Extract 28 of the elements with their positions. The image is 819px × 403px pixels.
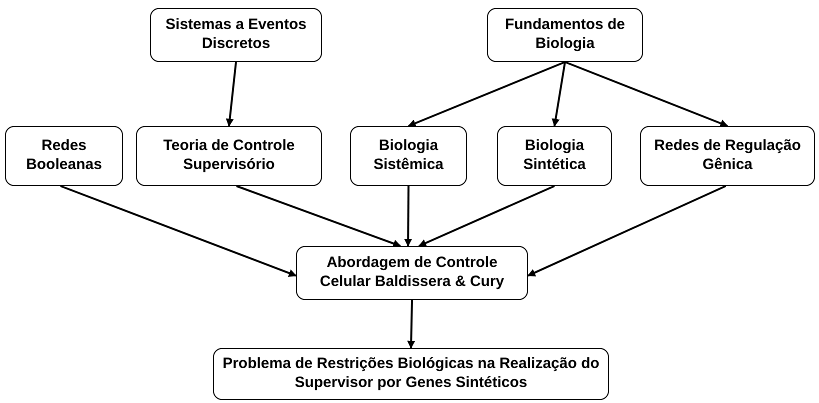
box-label: Fundamentos de Biologia — [504, 16, 626, 54]
box-label: Redes de Regulação Gênica — [653, 137, 802, 175]
process-box — [136, 126, 322, 186]
process-box — [497, 126, 612, 186]
box-label: Problema de Restrições Biológicas na Realização do Supervisor por Genes Sintéticos — [222, 355, 600, 393]
process-box — [150, 8, 322, 62]
arrow — [60, 185, 297, 277]
arrow — [552, 62, 566, 127]
box-label: Sistemas a Eventos Discretos — [164, 16, 308, 54]
box-label: Teoria de Controle Supervisório — [162, 137, 296, 175]
arrow — [226, 62, 237, 127]
arrow — [527, 185, 726, 277]
arrow — [418, 185, 555, 247]
process-box — [640, 126, 815, 186]
process-box — [350, 126, 467, 186]
arrow — [404, 186, 412, 247]
arrow — [564, 61, 728, 128]
box-label: Abordagem de Controle Celular Baldissera & Cury — [318, 254, 506, 292]
process-box — [213, 348, 609, 400]
arrow — [236, 185, 402, 248]
process-box — [5, 126, 123, 186]
arrow — [408, 61, 566, 127]
arrow — [407, 300, 416, 349]
box-label: Biologia Sintética — [522, 137, 587, 175]
process-box — [296, 246, 528, 300]
box-label: Redes Booleanas — [25, 137, 103, 175]
box-label: Biologia Sistêmica — [372, 137, 445, 175]
process-box — [487, 8, 643, 62]
